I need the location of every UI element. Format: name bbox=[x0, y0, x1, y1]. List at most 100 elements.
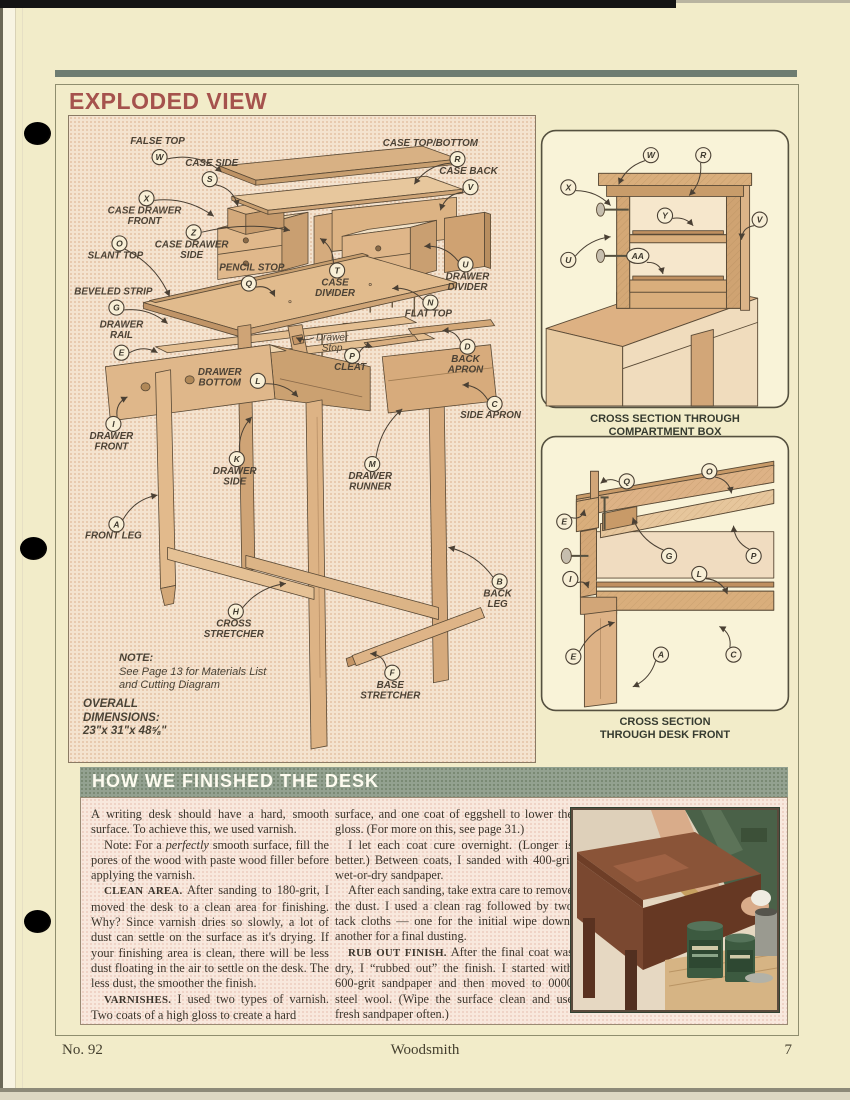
svg-text:FRONT LEG: FRONT LEG bbox=[85, 530, 142, 541]
svg-text:L: L bbox=[255, 376, 260, 386]
svg-text:G: G bbox=[113, 303, 120, 313]
svg-text:Q: Q bbox=[246, 279, 253, 289]
svg-text:PENCIL STOP: PENCIL STOP bbox=[219, 262, 285, 273]
exploded-desk-drawing bbox=[104, 145, 498, 750]
part-label-W: W bbox=[618, 147, 660, 185]
svg-text:FALSE TOP: FALSE TOP bbox=[130, 136, 185, 147]
svg-text:BEVELED STRIP: BEVELED STRIP bbox=[74, 287, 153, 298]
svg-text:X: X bbox=[564, 182, 572, 192]
svg-text:FLAT TOP: FLAT TOP bbox=[405, 309, 453, 320]
case-drawer-side bbox=[281, 211, 309, 271]
part-label-L: L bbox=[691, 565, 729, 595]
svg-text:A: A bbox=[657, 650, 664, 660]
paragraph: After each sanding, take extra care to r… bbox=[335, 883, 573, 944]
top-rule bbox=[55, 70, 797, 77]
part-label-P: P bbox=[730, 525, 762, 564]
svg-text:CASE BACK: CASE BACK bbox=[439, 166, 498, 177]
finish-section-title: HOW WE FINISHED THE DESK bbox=[92, 771, 380, 791]
svg-text:D: D bbox=[464, 342, 470, 352]
beveled-strip-section bbox=[602, 506, 638, 532]
magazine-name: Woodsmith bbox=[390, 1042, 460, 1058]
knob-icon bbox=[560, 547, 589, 564]
paragraph: Note: For a perfectly smooth surface, fi… bbox=[91, 837, 329, 883]
part-label-G: G BEVELED STRIP bbox=[74, 287, 168, 325]
next-page-edge bbox=[0, 1092, 850, 1100]
svg-text:F: F bbox=[390, 668, 396, 678]
svg-text:A: A bbox=[112, 519, 119, 529]
part-label-AA: AA bbox=[626, 247, 665, 275]
exploded-view-title: EXPLODED VIEW bbox=[69, 88, 268, 114]
svg-text:U: U bbox=[565, 255, 572, 265]
paragraph: surface, and one coat of eggshell to low… bbox=[335, 807, 573, 837]
svg-text:CASE TOP/BOTTOM: CASE TOP/BOTTOM bbox=[383, 138, 479, 149]
scan-edge-shadow bbox=[0, 0, 3, 1100]
scan-top-edge bbox=[0, 0, 676, 8]
wet-varnish-sheen bbox=[613, 854, 689, 882]
part-label-E: E bbox=[565, 620, 615, 665]
svg-text:R: R bbox=[700, 150, 707, 160]
paragraph: A writing desk should have a hard, smoot… bbox=[91, 807, 329, 837]
svg-text:X: X bbox=[143, 193, 151, 203]
svg-text:Z: Z bbox=[190, 227, 197, 237]
drawer-runner-section bbox=[632, 275, 724, 281]
varnish-can bbox=[687, 921, 723, 978]
bottom-rule bbox=[0, 1088, 850, 1092]
pencil-stop-section bbox=[590, 470, 599, 500]
compartment-cross-section-drawing bbox=[545, 172, 759, 407]
part-label-U: U bbox=[560, 234, 611, 269]
part-label-Q: Q PENCIL STOP bbox=[219, 262, 285, 297]
part-label-A: A bbox=[632, 646, 670, 688]
finish-section-body: A writing desk should have a hard, smoot… bbox=[80, 797, 788, 1025]
scan-top-edge-light bbox=[676, 0, 850, 3]
svg-text:U: U bbox=[462, 259, 469, 269]
svg-text:K: K bbox=[234, 454, 241, 464]
svg-text:P: P bbox=[349, 351, 355, 361]
svg-text:I: I bbox=[569, 574, 572, 584]
svg-text:W: W bbox=[647, 150, 656, 160]
drawer-bottom-section bbox=[596, 581, 775, 588]
case-top-section bbox=[606, 184, 745, 197]
part-label-I: I bbox=[562, 570, 590, 589]
svg-text:I: I bbox=[112, 419, 115, 429]
desk-front-cross-section-drawing bbox=[560, 460, 775, 708]
back-apron-board bbox=[407, 319, 495, 336]
cloth bbox=[751, 890, 771, 906]
svg-text:B: B bbox=[497, 576, 503, 586]
desk-leg-section bbox=[690, 328, 714, 407]
metal-can bbox=[755, 912, 777, 956]
article-frame: EXPLODED VIEW bbox=[55, 84, 799, 1036]
part-label-R: R bbox=[688, 147, 712, 196]
part-label-Y: Y bbox=[656, 207, 694, 227]
svg-text:O: O bbox=[116, 238, 123, 248]
binding-hole bbox=[20, 537, 47, 560]
svg-text:O: O bbox=[706, 466, 713, 476]
page-left-edge bbox=[0, 0, 16, 1100]
svg-text:G: G bbox=[666, 551, 673, 561]
part-label-V: V bbox=[738, 211, 768, 240]
svg-text:W: W bbox=[156, 152, 165, 162]
